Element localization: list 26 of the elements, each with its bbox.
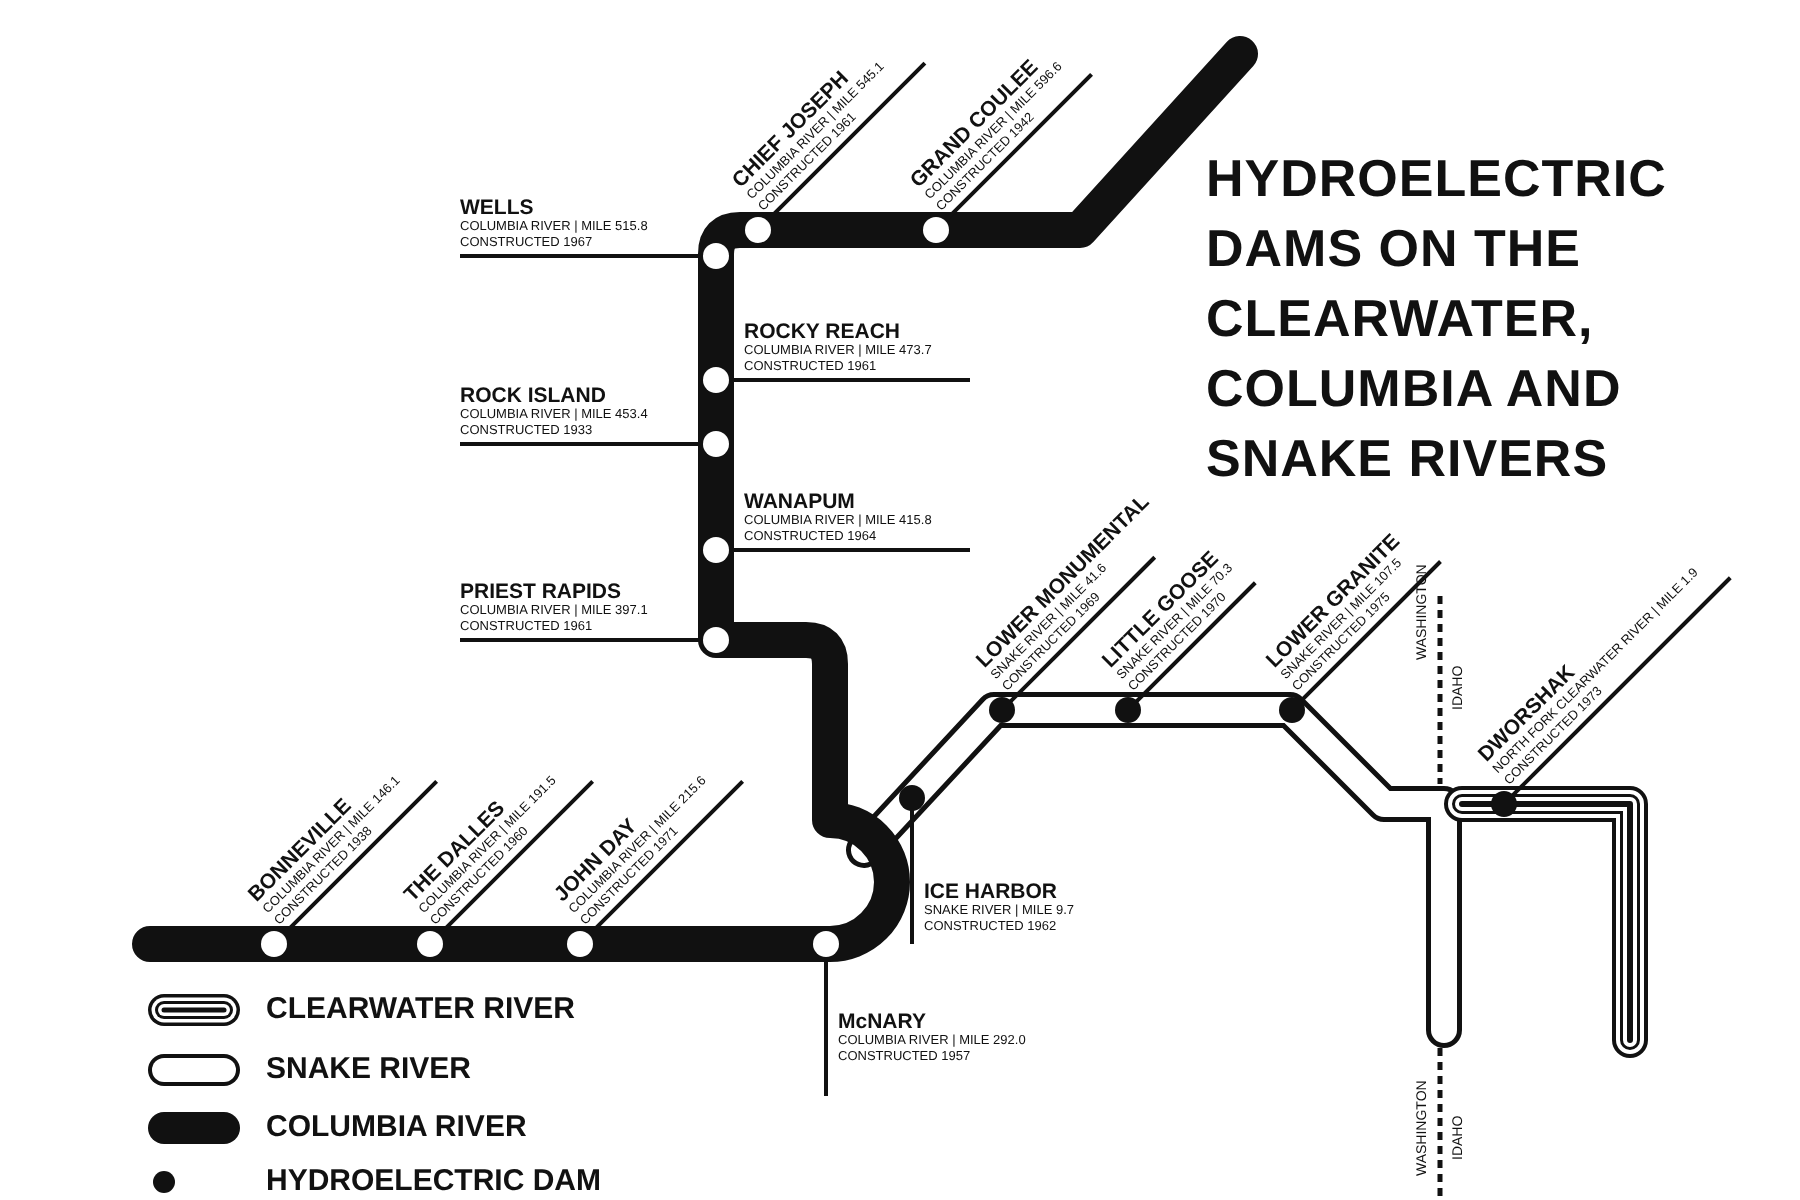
- legend-label: COLUMBIA RIVER: [266, 1110, 527, 1144]
- dam-dot: [703, 627, 729, 653]
- dam-dot: [813, 931, 839, 957]
- dam-dot: [261, 931, 287, 957]
- dam-dot: [989, 697, 1015, 723]
- dam-dot: [1491, 791, 1517, 817]
- dam-dot: [703, 243, 729, 269]
- dam-dot: [567, 931, 593, 957]
- leader-line: [1297, 560, 1442, 705]
- title: HYDROELECTRIC DAMS ON THE CLEARWATER, COLUMBIA AND SNAKE RIVERS: [1206, 146, 1669, 492]
- dam-dot: [703, 431, 729, 457]
- dam-dot: [1115, 697, 1141, 723]
- dam-dot: [703, 537, 729, 563]
- leader-line: [1007, 555, 1157, 705]
- dam-dot: [1279, 697, 1305, 723]
- leader-line: [1133, 581, 1257, 705]
- dam-dot: [745, 217, 771, 243]
- dam-dot: [899, 785, 925, 811]
- dam-dot: [703, 367, 729, 393]
- legend-label: CLEARWATER RIVER: [266, 992, 575, 1026]
- legend-label: HYDROELECTRIC DAM: [266, 1164, 601, 1198]
- leader-line: [1509, 576, 1732, 799]
- dam-dot: [923, 217, 949, 243]
- dam-dot: [417, 931, 443, 957]
- leader-line: [910, 808, 914, 944]
- legend-label: SNAKE RIVER: [266, 1052, 472, 1086]
